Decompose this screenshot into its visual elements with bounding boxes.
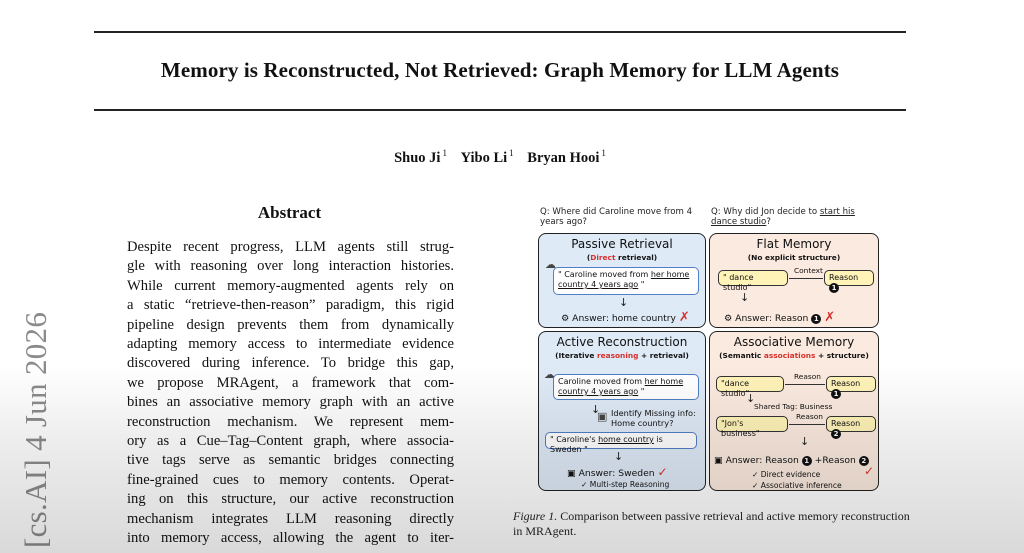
figure-caption: Figure 1. Comparison between passive ret… — [513, 509, 910, 538]
passive-answer: ⚙ Answer: home country ✗ — [561, 310, 690, 325]
robot-icon: ▣ — [567, 468, 576, 479]
abstract-line: Despite recent progress, LLM agents stil… — [127, 239, 454, 255]
wrong-mark-icon: ✗ — [824, 310, 836, 325]
abstract-line: a static “retrieve-then-reason” paradigm… — [127, 297, 454, 314]
associative-inference-note: ✓ Associative inference — [752, 481, 842, 490]
question-left: Q: Where did Caroline move from 4 years … — [540, 207, 693, 227]
flat-answer: ⚙ Answer: Reason 1 ✗ — [724, 310, 836, 325]
reason-box-1: Reason 1 — [824, 270, 874, 293]
edge-label-reason: Reason — [796, 412, 823, 421]
panel-title: Flat Memory — [756, 237, 832, 251]
active-reconstruction-panel: Active Reconstruction (Iterative reasoni… — [538, 331, 706, 491]
abstract-line: gle with reasoning over long interaction… — [127, 258, 454, 275]
panel-subtitle: (Direct retrieval) — [586, 253, 658, 262]
down-arrow-icon: ↓ — [740, 291, 750, 304]
panel-subtitle: (Semantic associations + structure) — [719, 351, 869, 360]
passive-retrieval-panel: Passive Retrieval (Direct retrieval) ☁ "… — [538, 233, 706, 328]
panel-title: Passive Retrieval — [571, 237, 673, 251]
arxiv-stamp: [cs.AI] 4 Jun 2026 — [18, 311, 53, 548]
number-badge-1: 1 — [801, 456, 812, 466]
brain-icon: ⚙ — [561, 313, 570, 324]
paper-title: Memory is Reconstructed, Not Retrieved: … — [160, 58, 840, 82]
abstract-line: adapting memory access to intermediate e… — [127, 336, 454, 353]
memory-snippet-2: " Caroline's home country is Sweden " — [545, 432, 697, 454]
abstract-line: While current memory-augmented agents re… — [127, 277, 454, 294]
associative-memory-panel: Associative Memory (Semantic association… — [709, 331, 879, 491]
edge-line — [789, 424, 825, 425]
identify-missing-info-detail: Home country? — [611, 418, 674, 428]
memory-cloud-icon: ☁ — [545, 258, 556, 271]
correct-mark-icon: ✓ — [657, 465, 668, 479]
abstract-line: ing on this structure, our active recons… — [127, 491, 454, 508]
number-badge-2: 2 — [858, 456, 869, 466]
panel-subtitle: (No explicit structure) — [747, 253, 841, 262]
abstract-line: reconstruction mechanism. We represent m… — [127, 413, 454, 430]
number-badge-2: 2 — [831, 429, 841, 439]
active-answer: ▣ Answer: Sweden ✓ — [567, 465, 668, 479]
robot-icon: ▣ — [597, 410, 608, 423]
reason-box-2: Reason 2 — [826, 416, 876, 439]
down-arrow-icon: ↓ — [800, 435, 810, 448]
number-badge-1: 1 — [811, 314, 822, 324]
edge-line — [785, 384, 825, 385]
title-bottom-rule — [94, 109, 906, 111]
number-badge-1: 1 — [831, 389, 841, 399]
panel-subtitle: (Iterative reasoning + retrieval) — [555, 351, 689, 360]
edge-line — [789, 278, 823, 279]
abstract-line: ory as a Cue–Tag–Content graph, where as… — [127, 433, 454, 450]
number-badge-1: 1 — [829, 283, 839, 293]
edge-label-context: Context — [794, 266, 823, 275]
shared-tag-label: Shared Tag: Business — [754, 402, 833, 411]
figure-1: Q: Where did Caroline move from 4 years … — [535, 203, 883, 495]
reason-box-1: Reason 1 — [826, 376, 876, 399]
title-top-rule — [94, 31, 906, 33]
abstract-line: pipeline design prevents them from dynam… — [127, 316, 454, 333]
correct-mark-icon: ✓ — [864, 464, 875, 478]
cue-box-jons-business: "Jon's business" — [716, 416, 788, 438]
abstract-line: into memory access, allowing the agent t… — [127, 530, 454, 547]
abstract-body: Despite recent progress, LLM agents stil… — [127, 238, 454, 549]
memory-snippet: " Caroline moved from her home country 4… — [553, 267, 699, 295]
cue-box-dance-studio: " dance studio" — [718, 270, 788, 292]
associative-answer: ▣ Answer: Reason 1 +Reason 2 — [714, 455, 869, 466]
abstract-heading: Abstract — [257, 203, 322, 222]
edge-label-reason: Reason — [794, 372, 821, 381]
abstract-line: mechanism integrates LLM reasoning direc… — [127, 510, 454, 527]
abstract-line: we propose MRAgent, a framework that com… — [127, 374, 454, 391]
flat-memory-panel: Flat Memory (No explicit structure) " da… — [709, 233, 879, 328]
panel-title: Active Reconstruction — [556, 335, 688, 349]
down-arrow-icon: ↓ — [591, 403, 601, 416]
abstract-line: tive tags serve as semantic bridges conn… — [127, 452, 454, 469]
memory-snippet-1: Caroline moved from her home country 4 y… — [553, 374, 699, 400]
abstract-line: discovered during inference. To bridge t… — [127, 355, 454, 372]
memory-cloud-icon: ☁ — [544, 368, 555, 381]
identify-missing-info: Identify Missing info: — [611, 408, 696, 418]
panel-title: Associative Memory — [733, 335, 855, 349]
abstract-line: fine-grained cues to memory contents. Op… — [127, 471, 454, 488]
abstract-line: bines an associative memory graph with a… — [127, 394, 454, 411]
wrong-mark-icon: ✗ — [678, 310, 690, 325]
cue-box-dance-studio: "dance studio" — [716, 376, 784, 398]
robot-icon: ▣ — [714, 455, 723, 466]
multi-step-reasoning-note: ✓ Multi-step Reasoning — [581, 480, 670, 489]
down-arrow-icon: ↓ — [619, 296, 629, 309]
down-arrow-icon: ↓ — [614, 450, 624, 463]
question-right: Q: Why did Jon decide to start his dance… — [711, 207, 855, 227]
brain-icon: ⚙ — [724, 313, 733, 324]
down-arrow-icon: ↓ — [746, 392, 756, 405]
direct-evidence-note: ✓ Direct evidence — [752, 470, 821, 479]
